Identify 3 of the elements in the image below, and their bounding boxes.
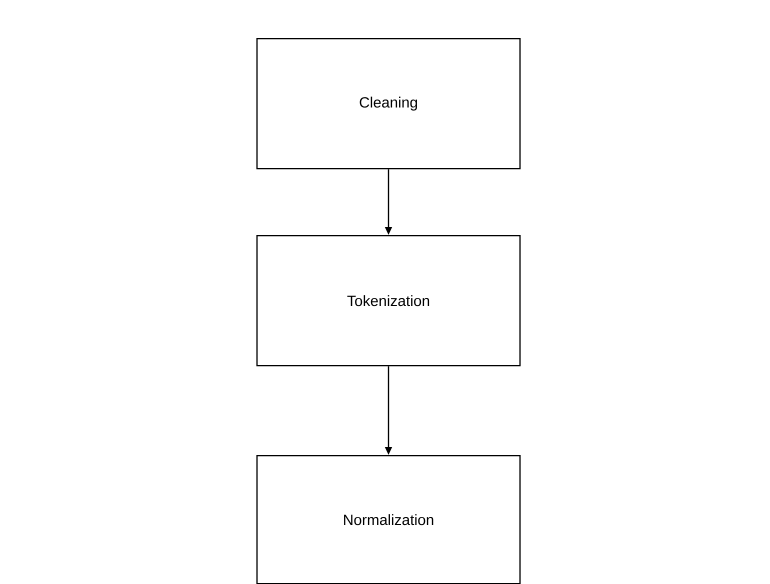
process-box: Cleaning <box>256 38 521 170</box>
process-box: Tokenization <box>256 234 521 366</box>
process-box: Normalization <box>256 454 521 584</box>
